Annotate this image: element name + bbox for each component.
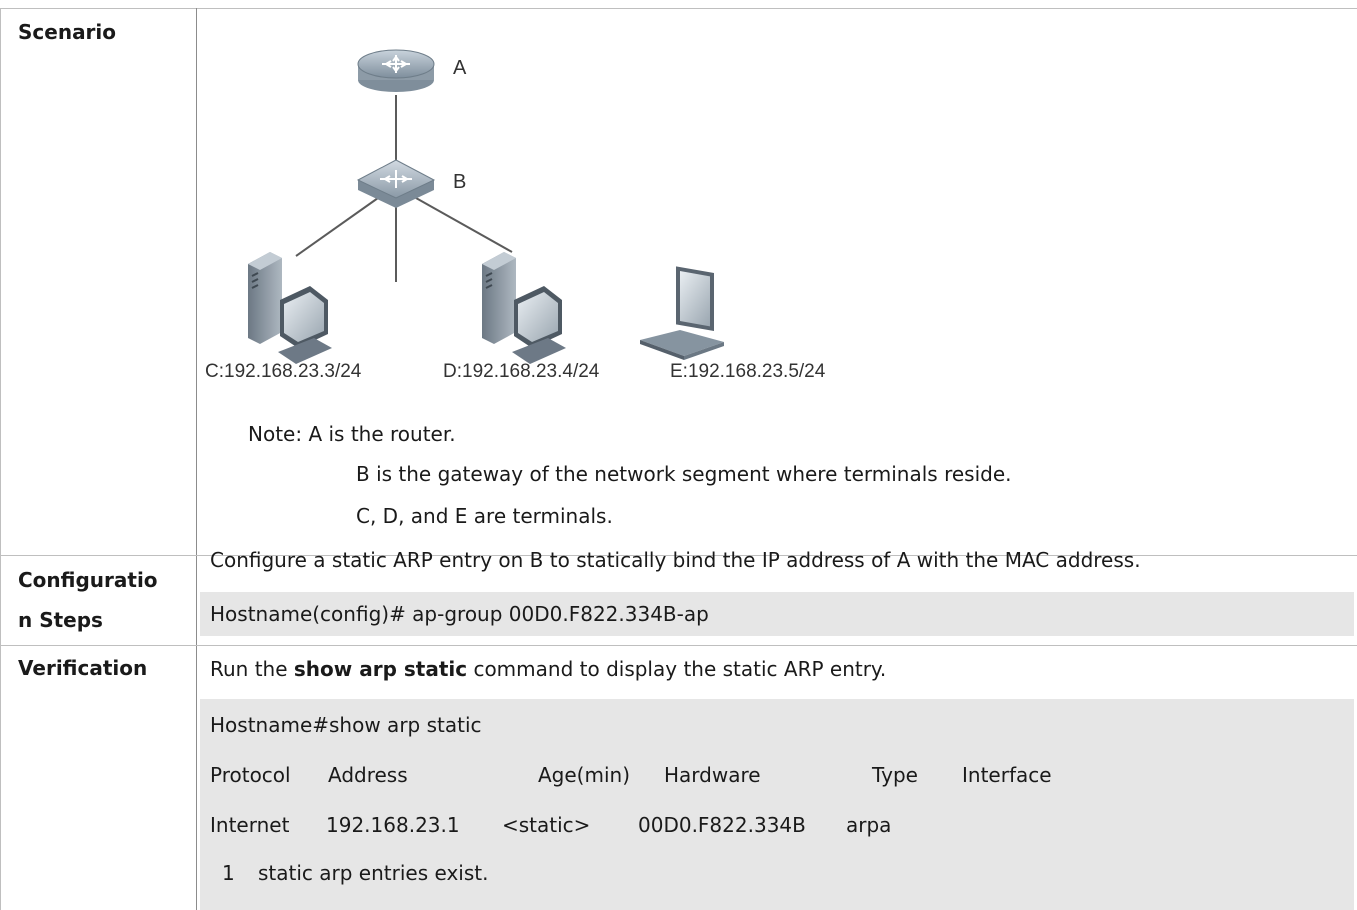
terminal-c-label: C:192.168.23.3/24	[205, 361, 362, 382]
verification-description: Run the show arp static command to displ…	[210, 655, 886, 683]
switch-icon	[356, 159, 436, 208]
node-a-label: A	[453, 57, 467, 79]
header-hardware: Hardware	[664, 763, 761, 787]
verification-output-block: Hostname#show arp static Protocol Addres…	[200, 699, 1354, 910]
verification-desc-suffix: command to display the static ARP entry.	[467, 657, 887, 681]
entry-protocol: Internet	[210, 813, 290, 837]
header-protocol: Protocol	[210, 763, 291, 787]
output-command-line: Hostname#show arp static	[210, 713, 482, 737]
summary-count: 1	[222, 861, 235, 885]
header-type: Type	[872, 763, 918, 787]
verification-desc-prefix: Run the	[210, 657, 294, 681]
topology-svg: A B C:192.168.23.3/24 D:192.168.23.4/24 …	[205, 49, 826, 382]
table-border-left	[0, 8, 1, 910]
entry-age: <static>	[502, 813, 591, 837]
header-age: Age(min)	[538, 763, 631, 787]
terminal-e-label: E:192.168.23.5/24	[670, 361, 826, 382]
terminal-d-label: D:192.168.23.4/24	[443, 361, 600, 382]
table-column-divider	[196, 8, 197, 910]
note-line-1: Note: A is the router.	[248, 422, 456, 446]
scenario-label: Scenario	[18, 20, 117, 44]
config-steps-label-line1: Configuratio	[18, 568, 158, 592]
row-divider	[0, 645, 1357, 646]
table-border-top	[0, 8, 1357, 9]
config-steps-label-line2: n Steps	[18, 608, 103, 632]
config-description: Configure a static ARP entry on B to sta…	[210, 548, 1141, 572]
config-command: Hostname(config)# ap-group 00D0.F822.334…	[210, 602, 709, 626]
note-line-3: C, D, and E are terminals.	[356, 504, 613, 528]
note-line-2: B is the gateway of the network segment …	[356, 462, 1012, 486]
row-divider	[0, 555, 1357, 556]
topology-links	[295, 95, 513, 282]
verification-desc-command: show arp static	[293, 657, 468, 681]
desktop-computer-icon	[482, 252, 566, 364]
entry-address: 192.168.23.1	[326, 813, 460, 837]
verification-label: Verification	[18, 656, 148, 680]
header-interface: Interface	[962, 763, 1052, 787]
config-command-block: Hostname(config)# ap-group 00D0.F822.334…	[200, 592, 1354, 636]
node-b-label: B	[453, 171, 466, 193]
desktop-computer-icon	[248, 252, 332, 364]
laptop-icon	[640, 266, 724, 360]
entry-type: arpa	[846, 813, 892, 837]
config-steps-label: Configuratio n Steps	[18, 560, 188, 640]
summary-text: static arp entries exist.	[258, 861, 489, 885]
router-icon	[357, 49, 435, 92]
entry-hardware: 00D0.F822.334B	[638, 813, 806, 837]
network-topology-diagram: A B C:192.168.23.3/24 D:192.168.23.4/24 …	[200, 30, 880, 395]
header-address: Address	[328, 763, 408, 787]
